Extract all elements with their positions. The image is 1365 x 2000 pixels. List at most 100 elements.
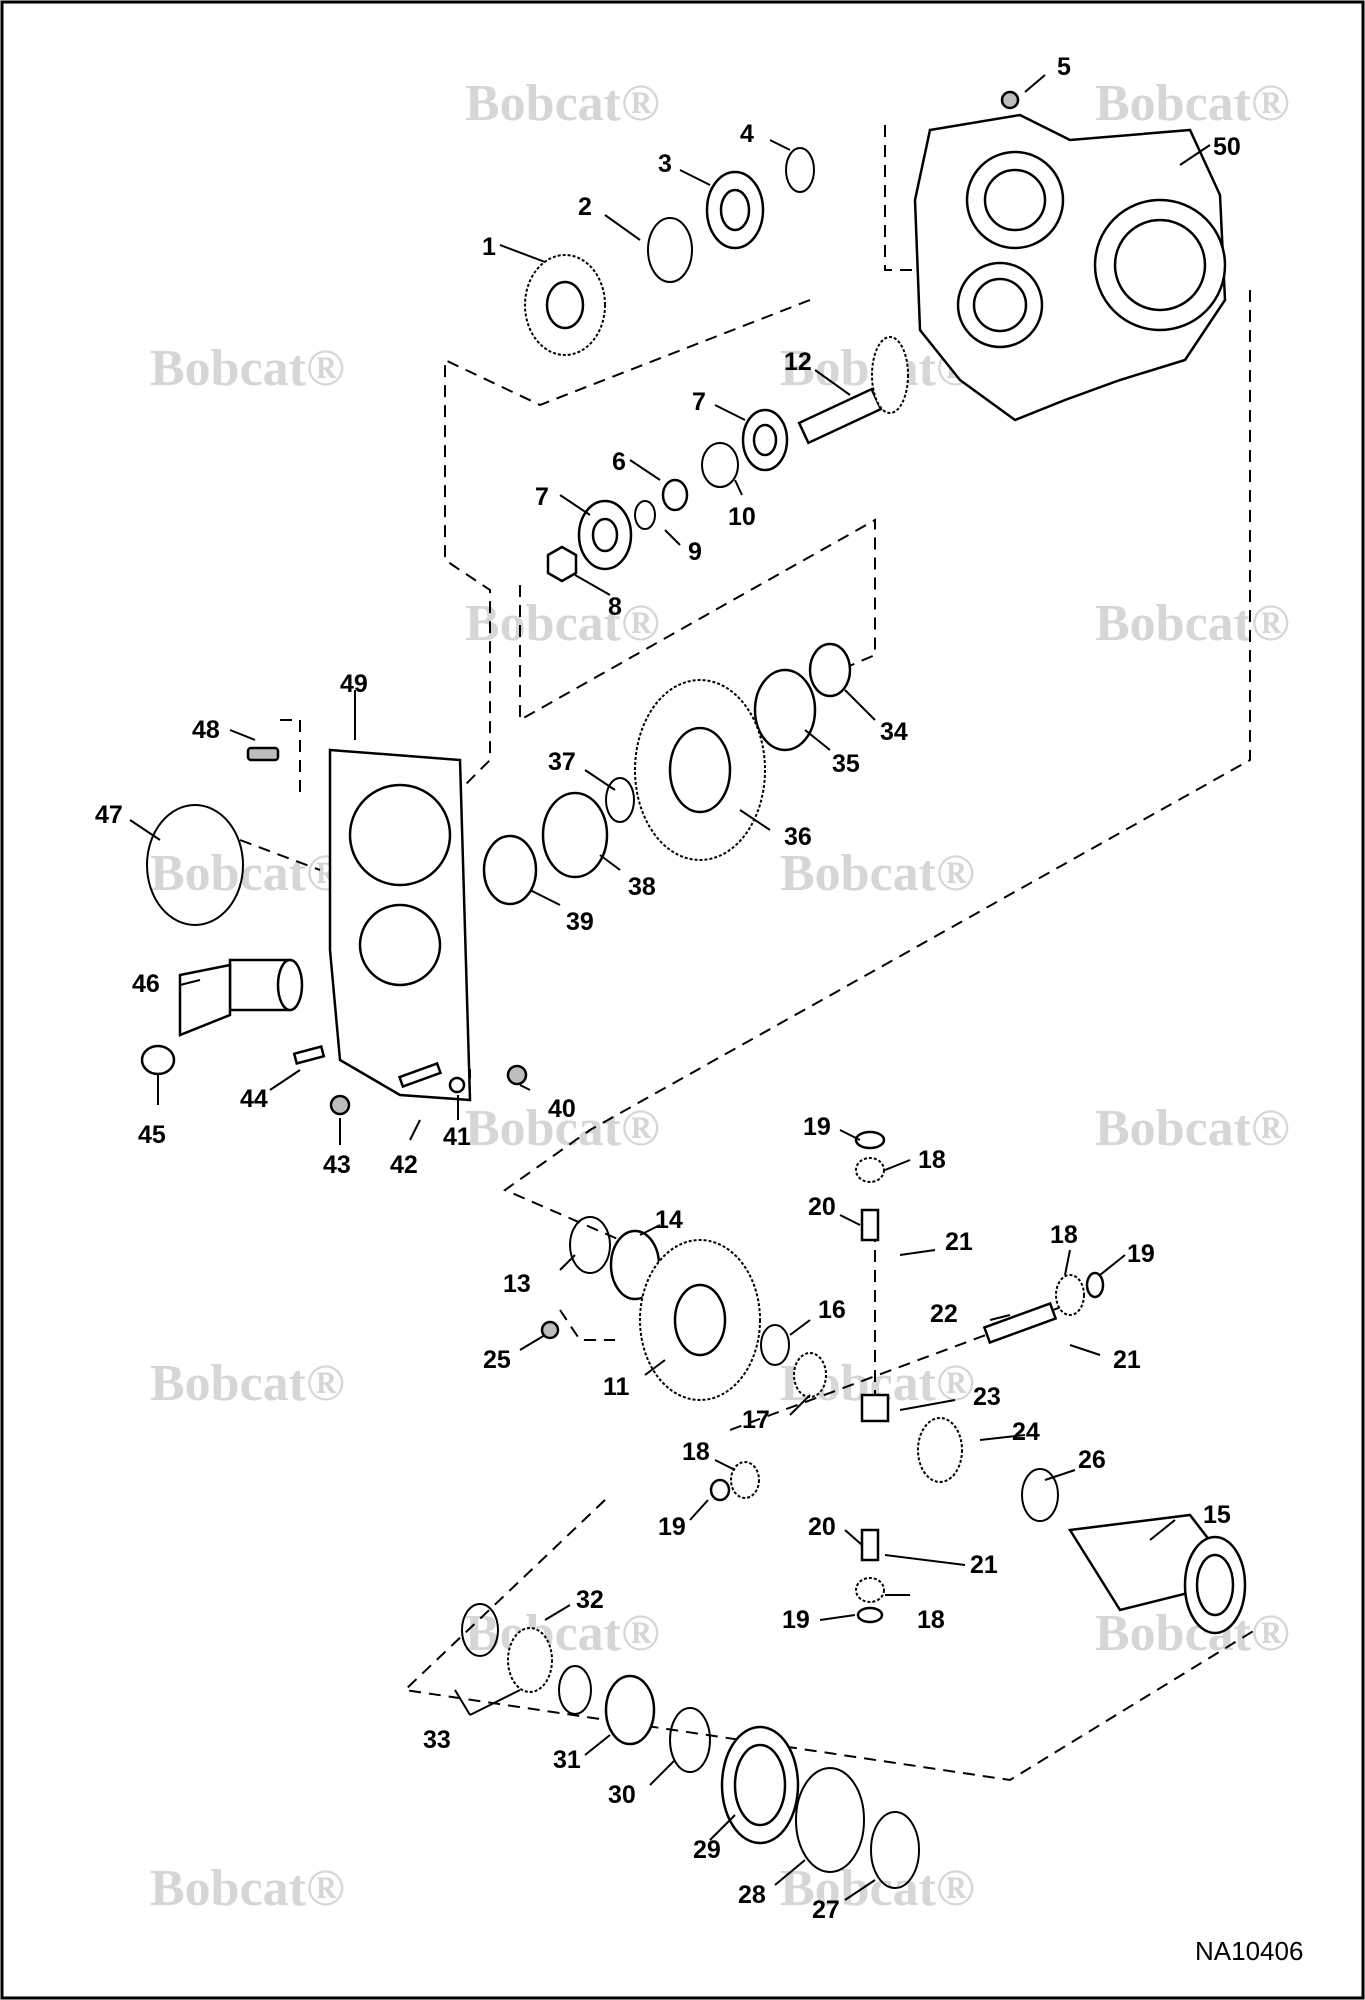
callout-43: 43 xyxy=(323,1151,351,1179)
callout-16: 16 xyxy=(818,1296,846,1324)
callout-27: 27 xyxy=(812,1896,840,1924)
part-snap-ring-2 xyxy=(647,217,693,283)
svg-text:Bobcat®: Bobcat® xyxy=(150,845,345,902)
callout-48: 48 xyxy=(192,716,220,744)
callout-2: 2 xyxy=(578,193,592,221)
callout-4: 4 xyxy=(740,120,754,148)
part-differential-ring-gear xyxy=(540,1216,827,1401)
callout-21: 21 xyxy=(945,1228,973,1256)
part-sleeve-15 xyxy=(1067,1513,1247,1635)
callout-30: 30 xyxy=(608,1781,636,1809)
callout-7: 7 xyxy=(692,388,706,416)
watermark: Bobcat® xyxy=(780,845,975,902)
watermark: Bobcat® xyxy=(150,845,345,902)
watermark: Bobcat® xyxy=(150,340,345,397)
svg-text:Bobcat®: Bobcat® xyxy=(150,340,345,397)
callout-19: 19 xyxy=(658,1513,686,1541)
svg-text:Bobcat®: Bobcat® xyxy=(465,75,660,132)
callout-32: 32 xyxy=(576,1586,604,1614)
callout-13: 13 xyxy=(503,1270,531,1298)
part-bearing-stack-27-33 xyxy=(461,1603,920,1889)
callout-41: 41 xyxy=(443,1123,471,1151)
callout-26: 26 xyxy=(1078,1446,1106,1474)
part-pinion-shaft-12 xyxy=(797,336,909,445)
svg-text:Bobcat®: Bobcat® xyxy=(150,1355,345,1412)
part-bearing-3 xyxy=(705,170,765,250)
watermark: Bobcat® xyxy=(150,1355,345,1412)
callout-29: 29 xyxy=(693,1836,721,1864)
callout-46: 46 xyxy=(132,970,160,998)
part-spider-assembly xyxy=(709,1130,1105,1624)
callout-28: 28 xyxy=(738,1881,766,1909)
callout-33: 33 xyxy=(423,1726,451,1754)
callout-12: 12 xyxy=(784,348,812,376)
callout-18: 18 xyxy=(917,1606,945,1634)
callout-20: 20 xyxy=(808,1513,836,1541)
callout-8: 8 xyxy=(608,593,622,621)
callout-21: 21 xyxy=(1113,1346,1141,1374)
callout-20: 20 xyxy=(808,1193,836,1221)
callout-42: 42 xyxy=(390,1151,418,1179)
callout-19: 19 xyxy=(782,1606,810,1634)
part-cover-49 xyxy=(146,746,472,1102)
callout-50: 50 xyxy=(1213,133,1241,161)
part-housing-50 xyxy=(913,90,1227,422)
callout-39: 39 xyxy=(566,908,594,936)
svg-text:Bobcat®: Bobcat® xyxy=(780,1860,975,1917)
svg-text:Bobcat®: Bobcat® xyxy=(1095,75,1290,132)
callout-31: 31 xyxy=(553,1746,581,1774)
svg-text:Bobcat®: Bobcat® xyxy=(1095,1100,1290,1157)
callout-18: 18 xyxy=(918,1146,946,1174)
watermark: Bobcat® xyxy=(465,595,660,652)
callout-49: 49 xyxy=(340,670,368,698)
callout-15: 15 xyxy=(1203,1501,1231,1529)
callout-21: 21 xyxy=(970,1551,998,1579)
callout-34: 34 xyxy=(880,718,908,746)
part-gear-36-stack xyxy=(482,642,852,906)
callout-24: 24 xyxy=(1012,1418,1040,1446)
callout-40: 40 xyxy=(548,1095,576,1123)
svg-text:Bobcat®: Bobcat® xyxy=(465,595,660,652)
svg-text:Bobcat®: Bobcat® xyxy=(780,845,975,902)
callout-38: 38 xyxy=(628,873,656,901)
part-ring-4 xyxy=(785,147,815,193)
svg-text:Bobcat®: Bobcat® xyxy=(1095,595,1290,652)
callout-5: 5 xyxy=(1057,53,1071,81)
callout-18: 18 xyxy=(1050,1221,1078,1249)
callout-19: 19 xyxy=(1127,1240,1155,1268)
watermark: Bobcat® xyxy=(1095,1100,1290,1157)
callout-10: 10 xyxy=(728,503,756,531)
callout-6: 6 xyxy=(612,448,626,476)
callout-44: 44 xyxy=(240,1085,268,1113)
callout-47: 47 xyxy=(95,801,123,829)
callout-9: 9 xyxy=(688,538,702,566)
callout-22: 22 xyxy=(930,1300,958,1328)
watermark: Bobcat® xyxy=(465,75,660,132)
watermark: Bobcat® xyxy=(150,1860,345,1917)
callout-labels: 1 2 3 4 5 50 12 7 6 10 7 9 8 34 35 36 37… xyxy=(95,53,1241,1924)
watermark: Bobcat® xyxy=(780,1860,975,1917)
callout-45: 45 xyxy=(138,1121,166,1149)
figure-id: NA10406 xyxy=(1195,1936,1303,1966)
callout-11: 11 xyxy=(603,1373,630,1401)
callout-23: 23 xyxy=(973,1383,1001,1411)
callout-19: 19 xyxy=(803,1113,831,1141)
callout-37: 37 xyxy=(548,748,576,776)
callout-1: 1 xyxy=(482,233,496,261)
part-shaft-stack-6-10 xyxy=(546,408,789,583)
part-gear-1 xyxy=(524,254,606,356)
watermark: Bobcat® xyxy=(1095,595,1290,652)
callout-35: 35 xyxy=(832,750,860,778)
callout-7: 7 xyxy=(535,483,549,511)
watermark: Bobcat® xyxy=(1095,75,1290,132)
callout-17: 17 xyxy=(742,1406,770,1434)
svg-text:Bobcat®: Bobcat® xyxy=(150,1860,345,1917)
callout-25: 25 xyxy=(483,1346,511,1374)
callout-3: 3 xyxy=(658,150,672,178)
callout-18: 18 xyxy=(682,1438,710,1466)
callout-14: 14 xyxy=(655,1206,683,1234)
callout-36: 36 xyxy=(784,823,812,851)
